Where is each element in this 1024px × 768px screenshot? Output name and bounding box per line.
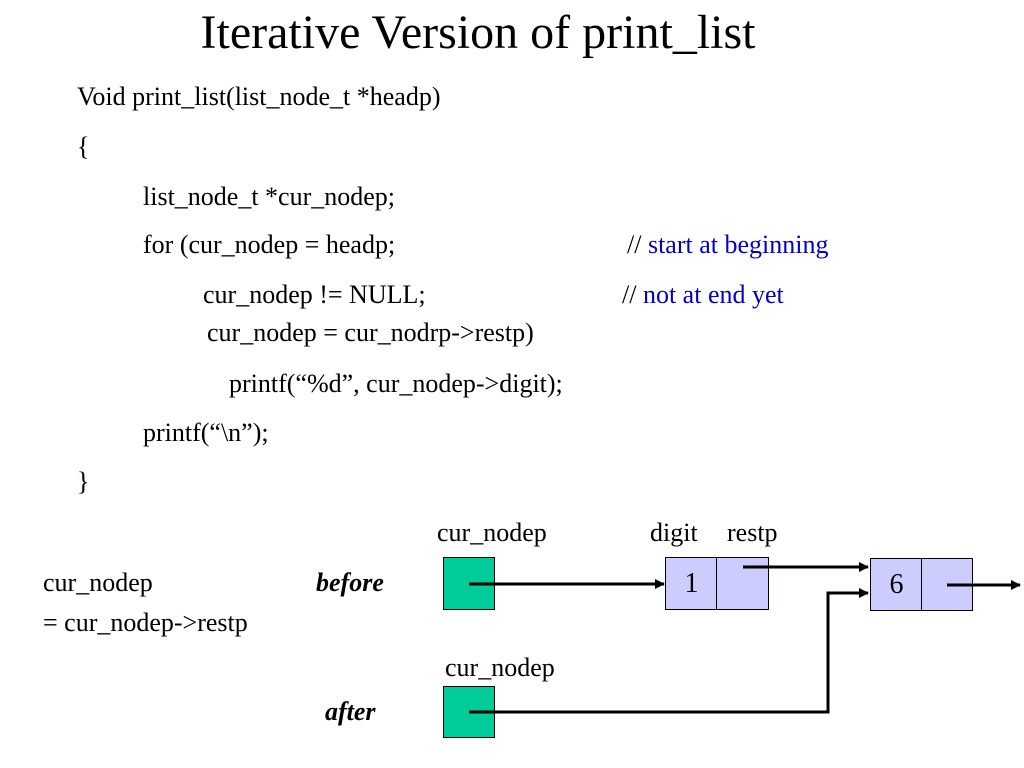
comment-slashes: //: [622, 280, 643, 309]
digit-label: digit: [650, 518, 698, 547]
node1-digit-value: 1: [684, 567, 699, 599]
code-close-brace: }: [77, 467, 90, 496]
code-line-for-condition: cur_nodep != NULL;: [203, 280, 426, 309]
assign-label-line1: cur_nodep: [43, 568, 153, 597]
code-open-brace: {: [77, 132, 90, 161]
code-comment-end: // not at end yet: [622, 280, 784, 310]
node2-digit-value: 6: [889, 568, 904, 600]
cur-nodep-label-bottom: cur_nodep: [445, 653, 555, 682]
assign-label-line2: = cur_nodep->restp: [43, 608, 248, 637]
code-line-signature: Void print_list(list_node_t *headp): [77, 82, 441, 111]
code-line-declaration: list_node_t *cur_nodep;: [143, 182, 396, 211]
comment-slashes: //: [627, 230, 648, 259]
node2-digit-cell: 6: [870, 558, 923, 611]
before-label: before: [316, 568, 384, 597]
restp-label: restp: [727, 518, 778, 547]
arrow-after-to-node2: [469, 588, 869, 714]
code-line-printf-newline: printf(“\n”);: [143, 418, 269, 447]
node1-digit-cell: 1: [665, 557, 718, 610]
after-label: after: [325, 697, 376, 726]
code-line-for-init: for (cur_nodep = headp;: [143, 230, 396, 259]
comment-text-start: start at beginning: [647, 230, 829, 259]
slide-title: Iterative Version of print_list: [200, 6, 756, 59]
code-line-printf-digit: printf(“%d”, cur_nodep->digit);: [229, 369, 563, 398]
code-line-for-update: cur_nodep = cur_nodrp->restp): [207, 318, 534, 347]
code-comment-start: // start at beginning: [627, 230, 828, 260]
cur-nodep-label-top: cur_nodep: [437, 518, 547, 547]
comment-text-end: not at end yet: [642, 280, 784, 309]
